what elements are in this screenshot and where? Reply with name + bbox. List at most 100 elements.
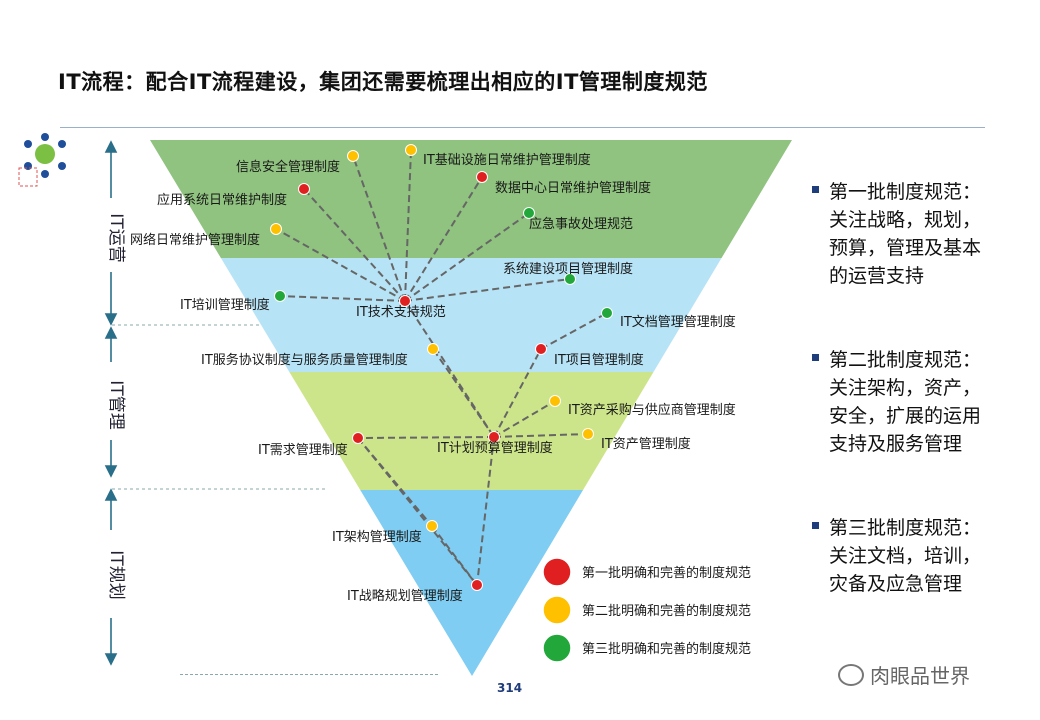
batch-line: 关注文档，培训， bbox=[812, 542, 1017, 570]
node-n_train: IT培训管理制度 bbox=[180, 290, 286, 313]
edge-n_tech-n_emerg bbox=[404, 212, 530, 302]
edge-n_req-n_strategy bbox=[357, 437, 478, 586]
bottom-divider bbox=[180, 674, 438, 675]
edge-n_proj-n_doc bbox=[540, 312, 608, 350]
side-label-mgmt: IT管理 bbox=[106, 380, 126, 429]
node-marker bbox=[427, 343, 439, 355]
side-label-ops: IT运营 bbox=[106, 213, 126, 262]
batch-text: 第二批制度规范： bbox=[829, 349, 982, 371]
node-marker bbox=[471, 579, 483, 591]
edge-n_tech-n_sysproj bbox=[404, 278, 571, 302]
legend-text: 第三批明确和完善的制度规范 bbox=[582, 641, 751, 657]
node-marker bbox=[582, 428, 594, 440]
node-label: 信息安全管理制度 bbox=[236, 159, 340, 175]
node-marker bbox=[523, 207, 535, 219]
side-label-plan: IT规划 bbox=[106, 550, 126, 599]
band-ops bbox=[150, 140, 792, 258]
bullet-icon bbox=[812, 186, 819, 193]
edge-n_budget-n_proj bbox=[493, 348, 542, 438]
node-label: IT培训管理制度 bbox=[180, 297, 270, 313]
edge-n_budget-n_strategy bbox=[476, 436, 495, 586]
legend-marker bbox=[542, 595, 572, 625]
node-label: IT计划预算管理制度 bbox=[437, 440, 553, 456]
legend-text: 第二批明确和完善的制度规范 bbox=[582, 603, 751, 619]
node-n_req: IT需求管理制度 bbox=[258, 432, 364, 458]
edge-n_budget-n_asset bbox=[493, 433, 589, 438]
batch-line: 灾备及应急管理 bbox=[812, 570, 1017, 598]
side-labels: IT运营 IT管理 IT规划 bbox=[106, 213, 126, 599]
node-marker bbox=[488, 431, 500, 443]
node-n_dc: 数据中心日常维护管理制度 bbox=[476, 171, 651, 196]
node-label: IT基础设施日常维护管理制度 bbox=[423, 152, 591, 168]
node-n_asset: IT资产管理制度 bbox=[582, 428, 691, 452]
node-label: IT项目管理制度 bbox=[554, 352, 644, 368]
process-thumbnail-icon bbox=[18, 133, 66, 187]
node-label: IT资产采购与供应商管理制度 bbox=[568, 402, 736, 418]
bullet-icon bbox=[812, 354, 819, 361]
edge-n_tech-n_infra bbox=[404, 149, 412, 302]
node-marker bbox=[399, 295, 411, 307]
edge-n_req-n_arch bbox=[357, 437, 433, 527]
title-divider bbox=[60, 127, 985, 128]
node-marker bbox=[405, 144, 417, 156]
edge-n_budget-n_sla bbox=[432, 348, 495, 438]
node-n_info_sec: 信息安全管理制度 bbox=[236, 150, 359, 175]
node-label: IT架构管理制度 bbox=[332, 529, 422, 545]
legend-item-batch2: 第二批明确和完善的制度规范 bbox=[542, 595, 751, 625]
edge-n_tech-n_train bbox=[279, 295, 406, 302]
batch-text: 支持及服务管理 bbox=[829, 433, 963, 455]
batch-text: 关注战略，规划， bbox=[829, 209, 982, 231]
page-title: IT流程：配合IT流程建设，集团还需要梳理出相应的IT管理制度规范 bbox=[58, 70, 708, 94]
node-label: IT服务协议制度与服务质量管理制度 bbox=[201, 352, 408, 368]
node-n_app_ops: 应用系统日常维护制度 bbox=[157, 183, 310, 208]
edge-n_tech-n_app_ops bbox=[303, 188, 406, 302]
node-n_emerg: 应急事故处理规范 bbox=[523, 207, 633, 232]
node-label: IT资产管理制度 bbox=[601, 436, 691, 452]
edge-n_budget-n_req bbox=[357, 436, 495, 439]
batch-line: 安全，扩展的运用 bbox=[812, 402, 1017, 430]
edge-n_tech-n_net bbox=[275, 228, 406, 302]
bullet-icon bbox=[812, 522, 819, 529]
batch-heading: 第三批制度规范： bbox=[812, 514, 1017, 542]
node-marker bbox=[298, 183, 310, 195]
band-dividers bbox=[112, 324, 326, 490]
batch-text: 关注文档，培训， bbox=[829, 545, 982, 567]
band-mgmt bbox=[150, 372, 792, 490]
node-n_procure: IT资产采购与供应商管理制度 bbox=[549, 395, 736, 418]
batch-line: 支持及服务管理 bbox=[812, 430, 1017, 458]
batch-line: 的运营支持 bbox=[812, 262, 1017, 290]
node-n_infra: IT基础设施日常维护管理制度 bbox=[405, 144, 591, 168]
batch-text: 的运营支持 bbox=[829, 265, 925, 287]
node-n_budget: IT计划预算管理制度 bbox=[437, 431, 553, 456]
edge-n_tech-n_dc bbox=[404, 176, 483, 302]
connection-lines bbox=[275, 149, 608, 586]
node-label: 数据中心日常维护管理制度 bbox=[495, 180, 651, 196]
node-label: 网络日常维护管理制度 bbox=[130, 232, 260, 248]
batch-text: 关注架构，资产， bbox=[829, 377, 982, 399]
legend-text: 第一批明确和完善的制度规范 bbox=[582, 565, 751, 581]
node-label: 应用系统日常维护制度 bbox=[157, 192, 287, 208]
node-n_sla: IT服务协议制度与服务质量管理制度 bbox=[201, 343, 439, 368]
edge-n_tech-n_info_sec bbox=[352, 155, 406, 302]
batch-description-1: 第一批制度规范： 关注战略，规划， 预算，管理及基本的运营支持 bbox=[812, 178, 1017, 290]
node-marker bbox=[347, 150, 359, 162]
node-marker bbox=[601, 307, 613, 319]
batch-text: 安全，扩展的运用 bbox=[829, 405, 982, 427]
node-n_sysproj: 系统建设项目管理制度 bbox=[503, 261, 633, 285]
batch-line: 预算，管理及基本 bbox=[812, 234, 1017, 262]
node-label: IT技术支持规范 bbox=[356, 305, 446, 320]
node-n_net: 网络日常维护管理制度 bbox=[130, 223, 282, 248]
batch-heading: 第一批制度规范： bbox=[812, 178, 1017, 206]
node-marker bbox=[564, 273, 576, 285]
node-n_strategy: IT战略规划管理制度 bbox=[347, 579, 483, 604]
node-label: 应急事故处理规范 bbox=[529, 216, 633, 232]
node-marker bbox=[274, 290, 286, 302]
page-number: 314 bbox=[497, 681, 523, 695]
side-arrows bbox=[104, 140, 118, 666]
watermark-text: 肉眼品世界 bbox=[870, 664, 970, 688]
node-n_tech: IT技术支持规范 bbox=[356, 295, 446, 320]
batch-text: 预算，管理及基本 bbox=[829, 237, 982, 259]
batch-description-2: 第二批制度规范： 关注架构，资产， 安全，扩展的运用支持及服务管理 bbox=[812, 346, 1017, 458]
